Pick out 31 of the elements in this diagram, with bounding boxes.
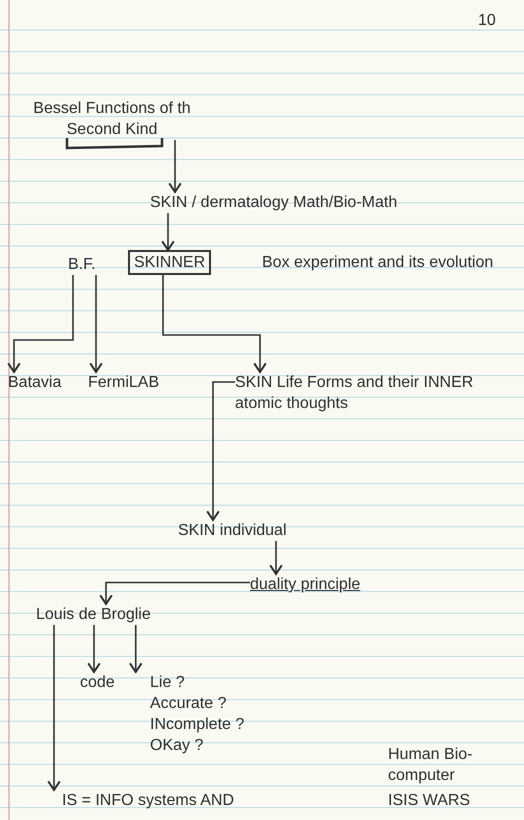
note-text: ISIS WARS xyxy=(388,791,472,811)
arrow xyxy=(168,140,182,193)
handwritten-note: Bessel Functions of th Second Kind xyxy=(12,98,212,140)
handwritten-note: SKIN individual xyxy=(178,520,288,541)
arrow xyxy=(7,275,74,373)
handwritten-note: FermiLAB xyxy=(88,372,160,393)
arrow xyxy=(99,582,250,605)
arrow xyxy=(87,625,101,673)
arrow xyxy=(89,275,103,373)
handwritten-note: SKIN / dermatalogy Math/Bio-Math xyxy=(150,192,510,213)
arrow xyxy=(161,213,175,251)
handwritten-note: Accurate ? xyxy=(150,694,226,714)
arrow xyxy=(128,625,143,673)
arrow xyxy=(269,541,283,575)
note-text: Human Bio-computer xyxy=(388,745,474,786)
handwritten-note: SKIN Life Forms and their INNER atomic thoughts xyxy=(235,372,475,414)
handwritten-note: Batavia xyxy=(8,372,62,393)
handwritten-note: Lie ? xyxy=(150,673,185,693)
arrow xyxy=(162,275,267,373)
handwritten-note: IS = INFO systems AND xyxy=(62,790,234,811)
handwritten-note: duality principle xyxy=(250,574,360,595)
arrow xyxy=(206,381,235,521)
handwritten-note: code xyxy=(80,672,115,693)
handwritten-note: Louis de Broglie xyxy=(36,604,151,625)
page-number: 10 xyxy=(478,11,497,31)
handwritten-note: B.F. xyxy=(68,254,96,275)
handwritten-note: OKay ? xyxy=(150,736,204,756)
arrow xyxy=(47,625,61,791)
handwritten-note: INcomplete ? xyxy=(150,715,244,735)
note-text: Box experiment and its evolution xyxy=(262,253,494,273)
boxed-note: SKINNER xyxy=(128,250,212,275)
